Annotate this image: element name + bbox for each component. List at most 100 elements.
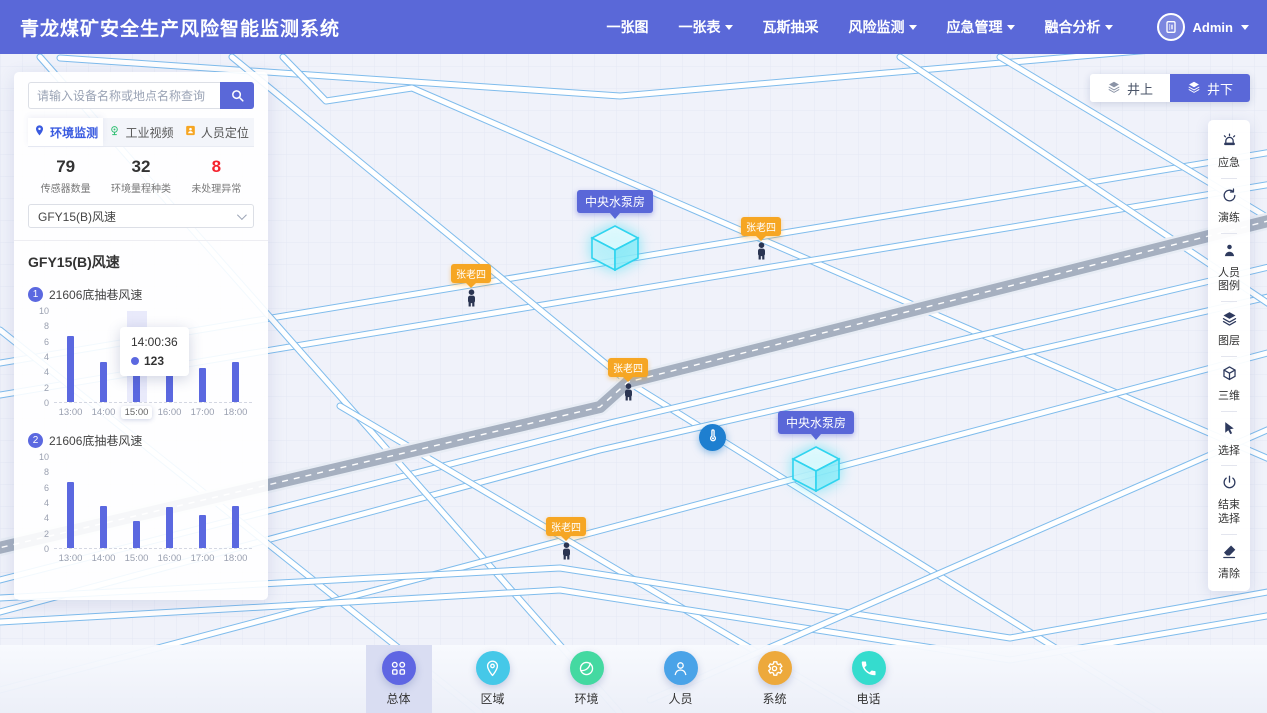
stat-label: 传感器数量 xyxy=(40,184,91,195)
y-tick-label: 4 xyxy=(43,367,49,378)
tooltip-value: 123 xyxy=(131,354,178,368)
tool-应急[interactable]: 应急 xyxy=(1208,126,1250,176)
series-dot xyxy=(131,357,139,365)
tool-选择[interactable]: 选择 xyxy=(1208,414,1250,464)
user-icon xyxy=(663,651,698,685)
stat-value: 32 xyxy=(131,157,151,176)
pump-room-marker[interactable]: 中央水泵房 xyxy=(777,411,855,497)
bottom-nav-环境[interactable]: 环境 xyxy=(554,645,620,713)
marker-label: 中央水泵房 xyxy=(777,411,855,434)
stat-value: 79 xyxy=(56,157,76,176)
bar-18:00 xyxy=(232,505,239,548)
tool-三维[interactable]: 三维 xyxy=(1208,359,1250,409)
stat-label: 未处理异常 xyxy=(191,184,242,195)
y-tick-label: 8 xyxy=(43,467,49,478)
tool-演练[interactable]: 演练 xyxy=(1208,181,1250,231)
bottom-nav-系统[interactable]: 系统 xyxy=(742,645,808,713)
bottom-nav-总体[interactable]: 总体 xyxy=(365,645,432,713)
chevron-down-icon xyxy=(724,25,733,30)
tab-人员定位[interactable]: 人员定位 xyxy=(179,118,254,146)
marker-pointer xyxy=(623,377,633,382)
miner-figure-icon xyxy=(622,382,635,406)
sensor-marker[interactable] xyxy=(699,424,726,451)
x-tick-label: 18:00 xyxy=(223,553,248,564)
tool-label: 应急 xyxy=(1218,157,1240,169)
x-tick-label: 17:00 xyxy=(190,553,215,564)
marker-label: 中央水泵房 xyxy=(576,190,654,213)
pump-room-marker[interactable]: 中央水泵房 xyxy=(576,190,654,276)
cursor-icon xyxy=(1221,420,1238,442)
divider xyxy=(1221,465,1237,467)
nav-item-2[interactable]: 一张表 xyxy=(679,17,733,37)
person-marker[interactable]: 张老四 xyxy=(608,358,648,406)
y-tick-label: 6 xyxy=(43,336,49,347)
tab-工业视频[interactable]: 工业视频 xyxy=(103,118,178,146)
tool-清除[interactable]: 清除 xyxy=(1208,537,1250,587)
bottom-nav-电话[interactable]: 电话 xyxy=(836,645,902,713)
y-tick-label: 4 xyxy=(43,513,49,524)
eraser-icon xyxy=(1221,543,1238,565)
x-tick-label: 13:00 xyxy=(58,407,83,418)
person-marker[interactable]: 张老四 xyxy=(546,517,586,565)
sensor-select[interactable]: GFY15(B)风速 xyxy=(28,204,254,228)
tool-人员图例[interactable]: 人员图例 xyxy=(1208,236,1250,300)
mine-down-button[interactable]: 井下 xyxy=(1170,74,1250,102)
nav-item-1[interactable]: 一张图 xyxy=(607,17,649,37)
chevron-down-icon xyxy=(1104,25,1113,30)
user-menu[interactable]: Admin xyxy=(1156,13,1249,41)
stat-value: 8 xyxy=(211,157,222,176)
chart-series-title: 21606底抽巷风速 xyxy=(49,434,143,448)
person-marker[interactable]: 张老四 xyxy=(741,217,781,265)
avatar xyxy=(1156,13,1185,41)
person-marker[interactable]: 张老四 xyxy=(451,264,491,312)
marker-pointer xyxy=(561,536,571,541)
mine-up-button[interactable]: 井上 xyxy=(1090,74,1170,102)
nav-item-3[interactable]: 瓦斯抽采 xyxy=(763,17,819,37)
nav-item-4[interactable]: 风险监测 xyxy=(849,17,917,37)
tool-label: 结束选择 xyxy=(1218,499,1240,525)
chart-series-title: 21606底抽巷风速 xyxy=(49,288,143,302)
tool-label: 三维 xyxy=(1218,389,1240,402)
bar-14:00 xyxy=(100,505,107,548)
nav-item-label: 一张图 xyxy=(606,19,649,35)
search-input[interactable] xyxy=(28,82,220,109)
tool-label: 选择 xyxy=(1218,444,1240,457)
tool-结束选择[interactable]: 结束选择 xyxy=(1208,468,1250,532)
y-tick-label: 4 xyxy=(43,352,49,362)
bar-17:00 xyxy=(199,367,206,402)
search-button[interactable] xyxy=(220,82,254,109)
nav-item-6[interactable]: 融合分析 xyxy=(1045,17,1113,37)
tool-label: 清除 xyxy=(1218,567,1240,580)
divider xyxy=(1221,232,1237,234)
nav-item-5[interactable]: 应急管理 xyxy=(947,17,1015,37)
divider xyxy=(1221,301,1237,302)
tool-label: 图层 xyxy=(1218,335,1240,347)
stat-传感器数量: 79 传感器数量 xyxy=(28,157,103,195)
bar-15:00 xyxy=(133,521,140,548)
tab-环境监测[interactable]: 环境监测 xyxy=(28,118,104,146)
layers-icon xyxy=(1107,80,1121,97)
y-tick-label: 2 xyxy=(43,382,49,393)
mine-down-label: 井下 xyxy=(1206,81,1233,97)
divider xyxy=(1221,533,1237,535)
marker-pointer xyxy=(756,236,766,241)
app-title: 青龙煤矿安全生产风险智能监测系统 xyxy=(20,18,341,40)
bottom-nav-人员[interactable]: 人员 xyxy=(648,645,714,713)
bar-17:00 xyxy=(199,514,206,548)
bottom-nav-区域[interactable]: 区域 xyxy=(460,645,526,713)
y-tick-label: 2 xyxy=(43,528,49,539)
nav-item-label: 应急管理 xyxy=(946,19,1003,35)
bar-13:00 xyxy=(67,335,74,402)
drill-icon xyxy=(1221,187,1238,209)
tool-图层[interactable]: 图层 xyxy=(1208,304,1250,354)
top-navbar: 青龙煤矿安全生产风险智能监测系统 一张图一张表瓦斯抽采风险监测应急管理融合分析 … xyxy=(0,0,1267,54)
marker-label: 张老四 xyxy=(451,264,491,283)
